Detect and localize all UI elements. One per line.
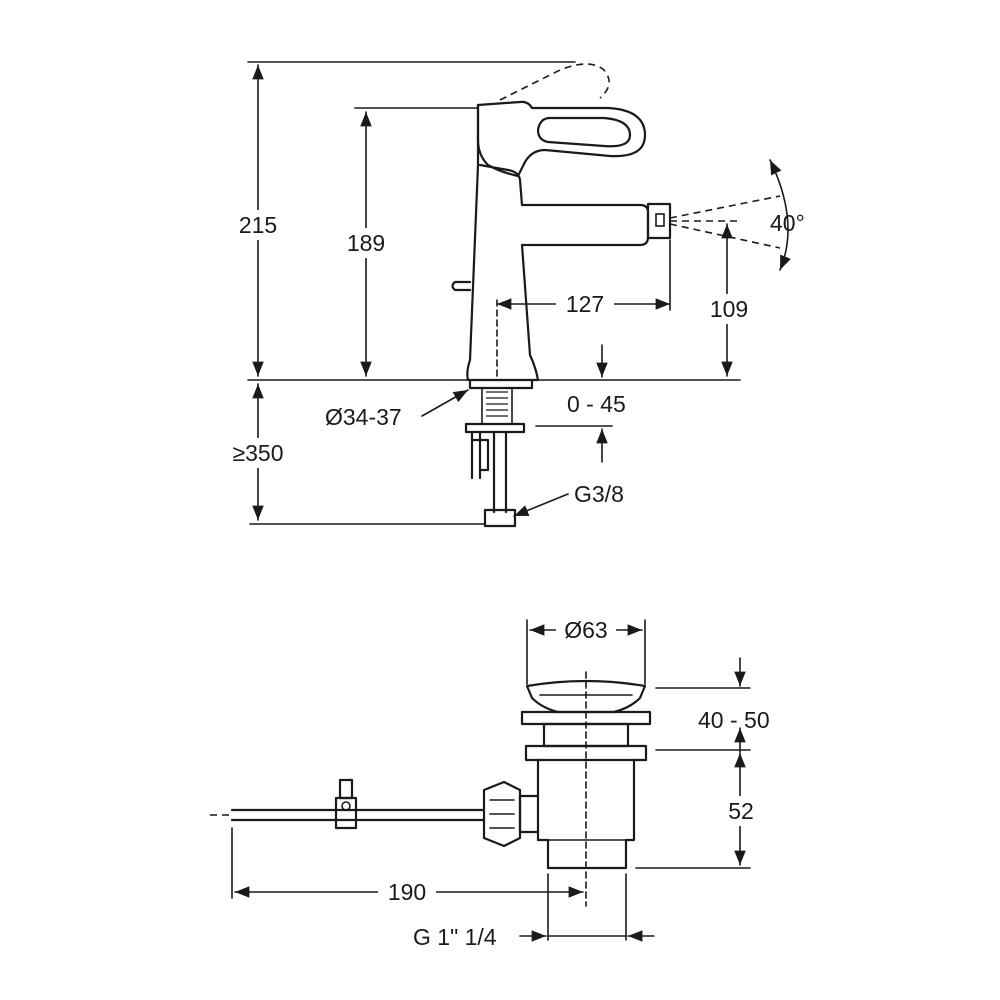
spray-line-bottom [669,223,781,249]
nozzle-tip [655,213,665,227]
waste-drawing: Ø63 40 - 50 52 190 G 1" 1/4 [210,616,770,950]
side-outlet [518,794,540,834]
dim-spout-reach: 127 [566,291,604,317]
faucet-body [466,103,650,382]
rod-knob [482,780,522,848]
waste-cap [525,679,647,714]
handle-loop [536,116,632,148]
spray-line-top [669,195,781,219]
fixing-nut [464,422,526,434]
hole-leader [421,389,469,417]
supply-hose [492,430,508,514]
hose-connector [483,508,517,528]
dim-hose-length: ≥350 [233,440,284,466]
dim-thread: G 1" 1/4 [413,924,497,950]
clamp-post [338,778,354,800]
base-ring [468,378,534,390]
dim-total-height: 215 [239,212,277,238]
dim-cap-adjust: 40 - 50 [698,707,770,733]
dim-spray-angle: 40° [770,210,805,236]
clamp-screw [341,801,351,811]
spout-nozzle [646,202,672,240]
dim-body-height: 52 [728,798,754,824]
faucet-drawing: 215 189 127 109 40° Ø34-37 0 - 45 ≥350 G… [222,61,805,528]
dim-spout-height: 189 [347,230,385,256]
handle-open-position [499,63,610,101]
dim-outlet-height: 109 [710,296,748,322]
dim-hole-diameter: Ø34-37 [325,404,402,430]
dim-rod-length: 190 [388,879,426,905]
dim-cap-diameter: Ø63 [564,617,607,643]
angle-arc [769,159,791,271]
fixing-bracket [470,430,490,480]
dim-connection: G3/8 [574,481,624,507]
popup-lever [451,280,472,292]
faucet-handle [476,100,647,178]
dim-deck-thickness: 0 - 45 [567,391,626,417]
connection-leader [513,493,569,517]
threaded-shank [481,299,513,425]
